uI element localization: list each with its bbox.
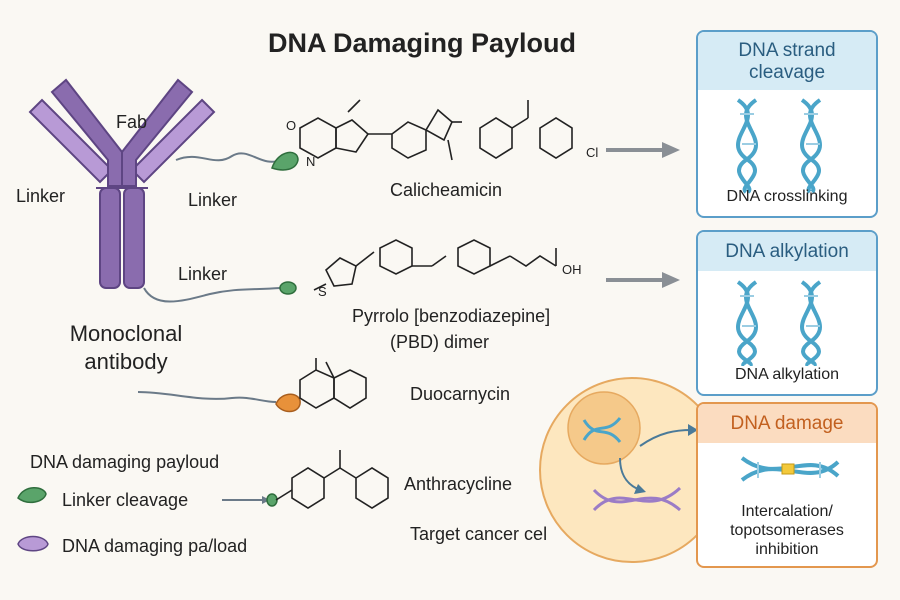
chem-o-label: O [286,118,297,133]
mechanism-caption-line2: topotsomerases [730,522,844,539]
linker-line-bottom [137,391,277,403]
pbd-structure [313,239,557,291]
payload-duocarmycin: Duocarnycin [410,384,511,404]
linker-cleavage-blob-top [271,151,299,171]
mechanism-caption-crosslinking: DNA crosslinking [726,188,848,205]
dna-helix-icon [736,98,822,194]
mechanism-header-line2: cleavage [748,62,826,83]
duocarmycin-structure [299,358,367,409]
mechanism-box-dna-damage: DNA damage Intercalation/ topotsomerases… [696,402,878,568]
payload-anthracycline: Anthracycline [404,474,513,494]
chem-cl-label: Cl [586,145,599,160]
arrow-to-strand-cleavage [606,142,680,158]
linker-label-lower: Linker [178,264,228,284]
antibody-name-line2: antibody [84,349,168,374]
antibody-stem-right [123,187,145,289]
mechanism-header-dna-damage: DNA damage [698,404,876,443]
payload-calicheamicin: Calicheamicin [390,180,503,200]
dna-intercalation-icon [740,456,840,482]
mechanism-header-strand-cleavage: DNA strand cleavage [698,32,876,90]
payload-pbd-line1: Pyrrolo [benzodiazepine] [352,306,551,326]
fab-label: Fab [116,112,148,132]
linker-label-right: Linker [188,190,238,210]
linker-line-top [175,152,281,163]
linker-cleavage-blob-legend [266,493,278,507]
target-cell-label: Target cancer cel [410,524,548,544]
legend-linker-icon [17,487,47,504]
target-cancer-cell-graphic [539,377,725,563]
legend-payload-icon [17,535,49,552]
chem-n-label: N [306,154,316,169]
antibody-light-chain-right [130,98,216,184]
antibody-stem-left [99,187,121,289]
chem-oh-label: OH [562,262,582,277]
mechanism-header-alkylation: DNA alkylation [698,232,876,271]
linker-label-left: Linker [16,186,66,206]
mechanism-caption-line3: inhibition [755,541,819,558]
mechanism-header-line1: DNA strand [738,40,836,61]
legend-payload: DNA damaging pa/load [62,536,248,556]
antibody-graphic [28,78,216,289]
legend-heading: DNA damaging payloud [30,452,220,472]
payload-blob-duocarmycin [275,393,301,413]
linker-line-middle [143,287,281,303]
antibody-name-line1: Monoclonal [69,321,183,346]
linker-cleavage-blob-middle [279,281,297,295]
chem-s-label: S [318,284,327,299]
anthracycline-structure [275,450,389,509]
payload-pbd-line2: (PBD) dimer [390,332,490,352]
mechanism-box-strand-cleavage: DNA strand cleavage DNA crosslinking [696,30,878,218]
mechanism-caption-alkylation: DNA alkylation [734,366,840,383]
antibody-name: Monoclonal antibody [56,320,196,376]
arrow-to-alkylation [606,272,680,288]
dna-helix-icon [736,280,822,366]
calicheamicin-structure [299,99,573,161]
legend-linker-cleavage: Linker cleavage [62,490,189,510]
mechanism-box-alkylation: DNA alkylation DNA alkylation [696,230,878,396]
mechanism-caption-line1: Intercalation/ [741,503,833,520]
diagram-title: DNA Damaging Payloud [268,28,577,58]
mechanism-caption-intercalation: Intercalation/ topotsomerases inhibition [698,502,876,559]
antibody-heavy-arm-right [121,78,194,187]
